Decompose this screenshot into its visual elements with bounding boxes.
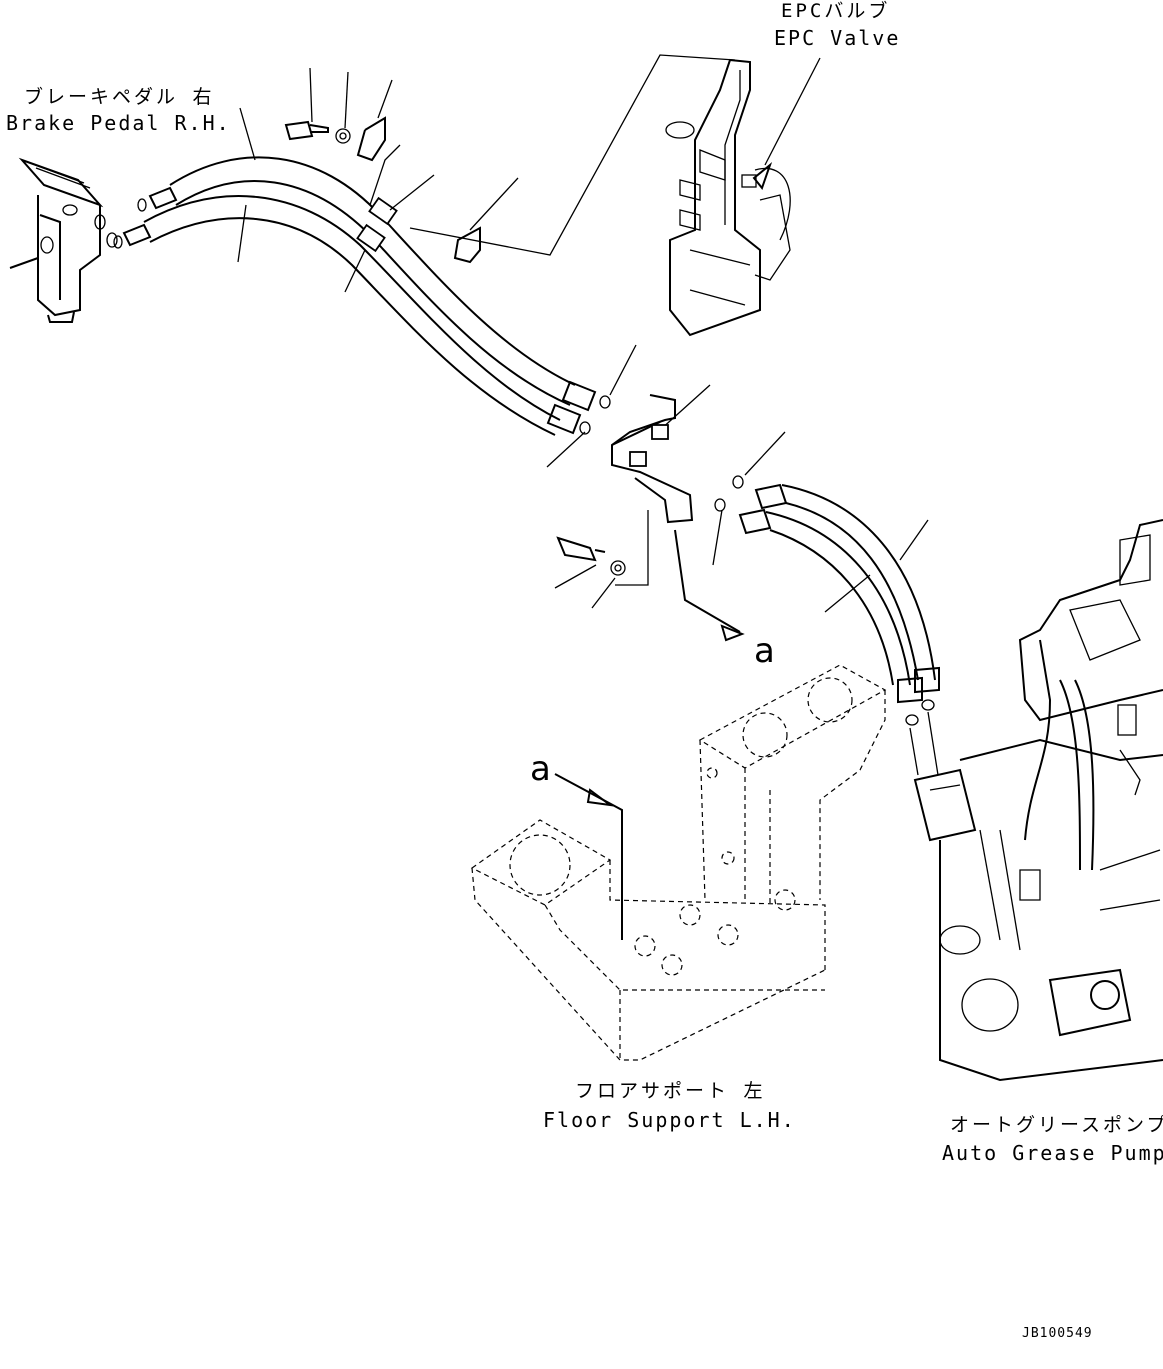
epc-valve-label-jp: EPCバルブ [781, 0, 891, 22]
document-id: JB100549 [1022, 1326, 1093, 1341]
auto-grease-pump-assembly [913, 519, 1163, 1082]
view-mark-a-bottom: a [530, 749, 551, 789]
brake-pedal-label-en: Brake Pedal R.H. [6, 111, 231, 135]
epc-valve-assembly [665, 58, 791, 337]
floor-support-label-en: Floor Support L.H. [543, 1108, 796, 1132]
leader-lines [237, 54, 929, 613]
floor-support-label-jp: フロアサポート 左 [575, 1080, 766, 1102]
brake-hoses-lower [738, 483, 940, 776]
brake-hoses-upper [113, 156, 597, 436]
clamp-parts [284, 116, 481, 264]
epc-valve-label-en: EPC Valve [774, 26, 901, 50]
hose-bracket [556, 394, 745, 642]
brake-pedal-label-jp: ブレーキペダル 右 [24, 86, 215, 108]
brake-pedal-assembly [9, 157, 118, 323]
view-mark-a-top: a [754, 631, 775, 671]
floor-support-assembly [470, 664, 887, 1061]
grease-pump-label-jp: オートグリースポンプ [950, 1114, 1163, 1136]
grease-pump-label-en: Auto Grease Pump [942, 1141, 1163, 1165]
